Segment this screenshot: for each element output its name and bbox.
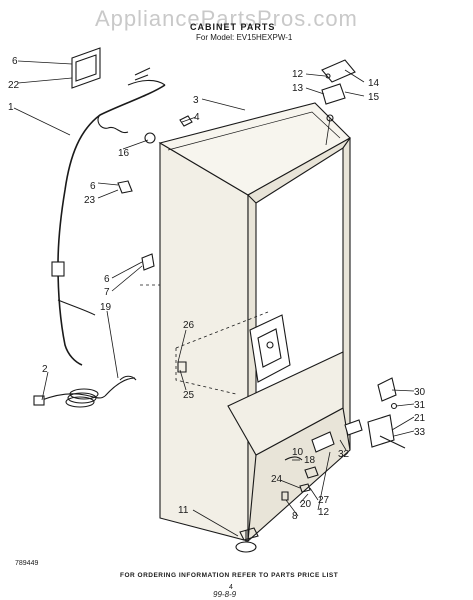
- part-label: 31: [414, 400, 426, 411]
- part-label: 19: [100, 302, 112, 313]
- part-label: 21: [414, 413, 426, 424]
- small-parts: [71, 47, 406, 553]
- part-labels: 6 22 1 3 4 16 6 23 6 7 19 2 26 25 12 13 …: [8, 56, 426, 522]
- part-label: 24: [271, 474, 283, 485]
- inner-bracket: [249, 314, 291, 383]
- cabinet-body: [158, 102, 351, 543]
- part-label: 11: [178, 505, 189, 516]
- part-label: 1: [8, 102, 14, 113]
- part-label: 30: [414, 387, 426, 398]
- part-label: 13: [292, 83, 304, 94]
- part-label: 4: [194, 112, 200, 123]
- part-label: 23: [84, 195, 96, 206]
- part-label: 7: [104, 287, 110, 298]
- part-label: 18: [304, 455, 316, 466]
- part-label: 3: [193, 95, 199, 106]
- part-label: 25: [183, 390, 195, 401]
- part-label: 10: [292, 447, 304, 458]
- part-label: 20: [300, 499, 312, 510]
- reference-number: 789449: [15, 560, 39, 567]
- part-label: 12: [292, 69, 304, 80]
- part-label: 16: [118, 148, 130, 159]
- watermark: AppliancePartsPros.com: [95, 6, 358, 31]
- diagram-title: CABINET PARTS: [190, 22, 276, 32]
- part-label: 32: [338, 449, 350, 460]
- part-label: 6: [90, 181, 96, 192]
- part-label: 6: [104, 274, 110, 285]
- page-number: 4: [229, 584, 233, 591]
- part-label: 26: [183, 320, 195, 331]
- power-cord: [33, 377, 136, 408]
- part-label: 2: [42, 364, 48, 375]
- part-label: 15: [368, 92, 380, 103]
- part-label: 8: [292, 511, 298, 522]
- hidden-lines: [140, 284, 269, 395]
- wire-harness: [51, 67, 166, 366]
- part-label: 33: [414, 427, 426, 438]
- model-subtitle: For Model: EV15HEXPW-1: [196, 33, 293, 42]
- part-label: 27: [318, 495, 330, 506]
- part-label: 12: [318, 507, 330, 518]
- leader-lines: [13, 60, 415, 537]
- ordering-note: FOR ORDERING INFORMATION REFER TO PARTS …: [120, 572, 339, 579]
- part-label: 6: [12, 56, 18, 67]
- part-label: 22: [8, 80, 20, 91]
- date-code: 99-8-9: [213, 590, 237, 599]
- part-label: 14: [368, 78, 380, 89]
